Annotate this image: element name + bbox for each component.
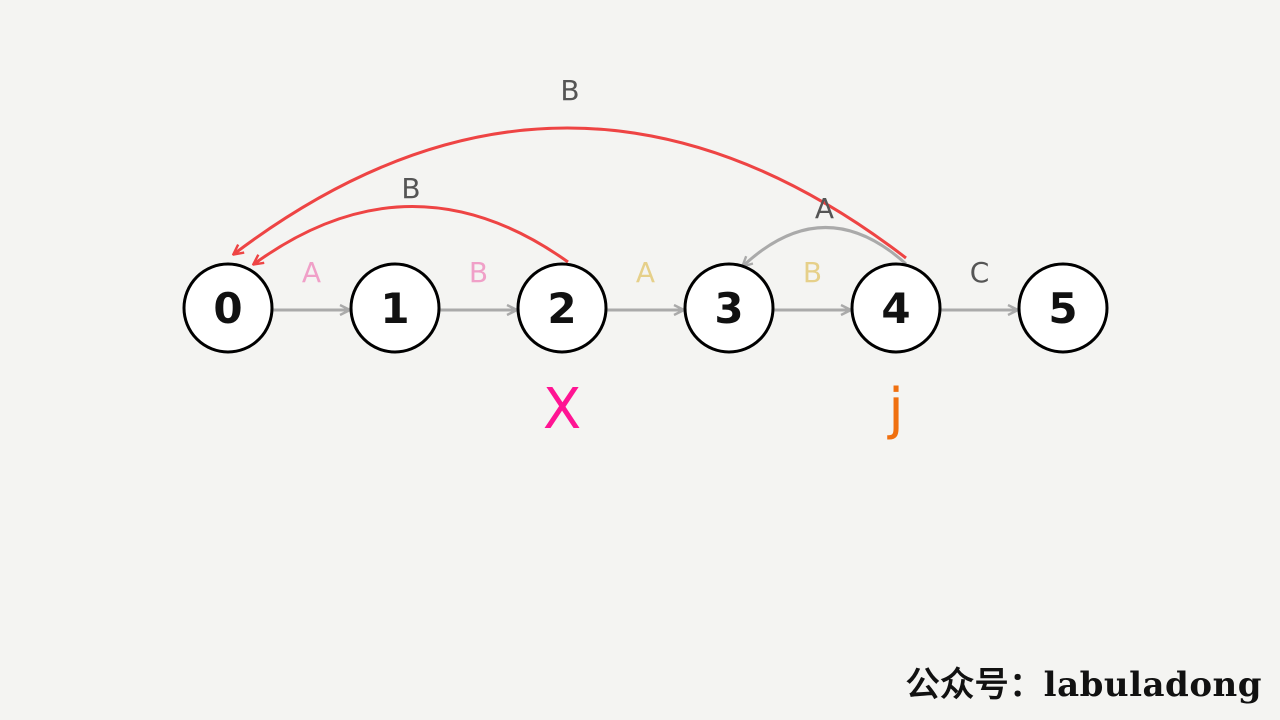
state-node-5: 5 (1017, 262, 1109, 354)
state-node-3: 3 (683, 262, 775, 354)
state-node-1: 1 (349, 262, 441, 354)
state-label-2: 2 (547, 284, 576, 333)
edge-label-2-3: A (636, 256, 655, 289)
back-edge-label-4-3: A (815, 192, 834, 225)
state-circle-3 (683, 262, 775, 354)
state-circle-4 (850, 262, 942, 354)
state-circle-2 (516, 262, 608, 354)
state-label-4: 4 (881, 284, 910, 333)
back-edge-4-0 (234, 126, 907, 260)
state-node-4: 4 (850, 262, 942, 354)
state-label-0: 0 (213, 284, 242, 333)
state-node-0: 0 (182, 262, 274, 354)
state-label-5: 5 (1048, 284, 1077, 333)
state-label-1: 1 (380, 284, 409, 333)
back-edge-label-4-0: B (560, 74, 579, 107)
state-node-2: 2 (516, 262, 608, 354)
back-edge-2-0 (254, 205, 569, 264)
state-circle-0 (182, 262, 274, 354)
state-circle-5 (1017, 262, 1109, 354)
back-edge-4-3 (743, 226, 908, 266)
pointer-marker-j: j (886, 377, 904, 442)
nodes-layer: 0 1 2 3 4 5 (182, 262, 1109, 354)
edge-label-3-4: B (803, 256, 822, 289)
state-label-3: 3 (714, 284, 743, 333)
edge-label-0-1: A (302, 256, 321, 289)
back-edge-label-2-0: B (401, 172, 420, 205)
pointer-marker-x: X (543, 377, 581, 442)
edge-label-1-2: B (469, 256, 488, 289)
edges-layer (234, 126, 1017, 310)
edge-label-4-5: C (970, 256, 990, 289)
state-circle-1 (349, 262, 441, 354)
watermark: 公众号：labuladong (905, 665, 1262, 705)
